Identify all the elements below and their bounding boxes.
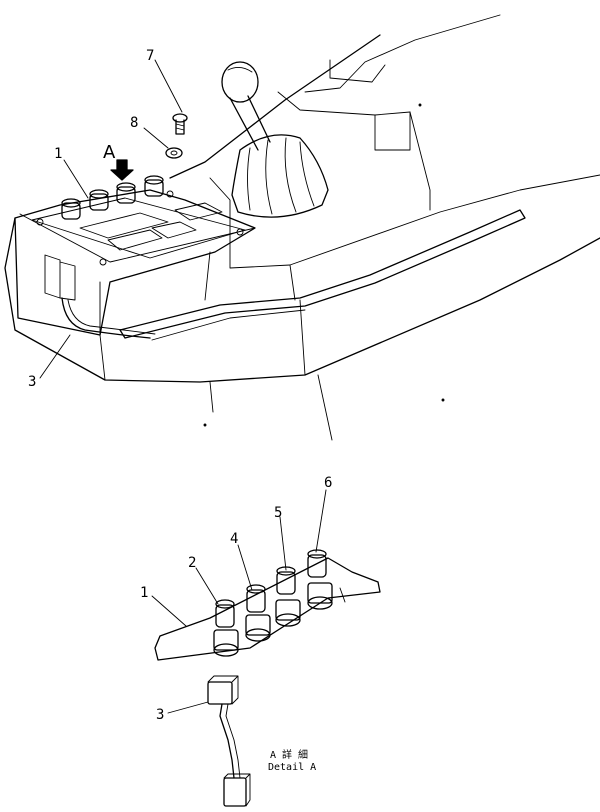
panel-faceplate: [31, 197, 246, 259]
callout-8: 8: [130, 115, 138, 131]
switch-4: [245, 584, 271, 642]
detail-caption-en: Detail A: [268, 762, 316, 773]
side-indicator: [174, 202, 223, 221]
rotary-knob: [61, 198, 81, 220]
joystick-knob: [221, 61, 259, 103]
wire-harness: [61, 297, 151, 339]
rotary-knob: [116, 182, 136, 204]
screw-head: [99, 258, 107, 266]
switch-5: [275, 566, 301, 627]
panel-box: [14, 189, 256, 336]
detail-callout-2: 2: [188, 555, 196, 571]
connector-3: [207, 675, 251, 807]
console-assembly: 1 7 8 3 A: [4, 14, 600, 441]
joystick-lever: [221, 61, 329, 218]
screw-head: [236, 228, 244, 236]
callout-7: 7: [146, 48, 154, 64]
screw-head: [166, 190, 174, 198]
display-window: [79, 212, 169, 239]
switch-2: [213, 599, 239, 657]
arrow-a-label: A: [103, 142, 116, 163]
screw-part: [172, 113, 188, 135]
detail-callout-6: 6: [324, 475, 332, 491]
detail-callout-5: 5: [274, 505, 282, 521]
rotary-knob: [89, 189, 109, 211]
bracket-plate: [154, 557, 381, 661]
side-rail: [119, 209, 526, 339]
console-housing: [4, 217, 600, 383]
detail-callout-3: 3: [156, 707, 164, 723]
rotary-knob: [144, 175, 164, 197]
detail-callout-4: 4: [230, 531, 238, 547]
switch-6: [307, 549, 333, 610]
detail-callout-1: 1: [140, 585, 148, 601]
detail-caption-jp: A 詳 細: [270, 748, 308, 761]
view-arrow-a: [110, 159, 134, 181]
joystick-boot: [231, 134, 329, 218]
switch-panel: [14, 175, 256, 339]
callout-1: 1: [54, 146, 62, 162]
screw-head: [36, 218, 44, 226]
connector-block: [44, 254, 61, 299]
washer-part: [165, 147, 183, 159]
callout-3: 3: [28, 374, 36, 390]
detail-a: 1 2 4 5 6 3 A 詳 細 Detail A: [140, 475, 381, 807]
